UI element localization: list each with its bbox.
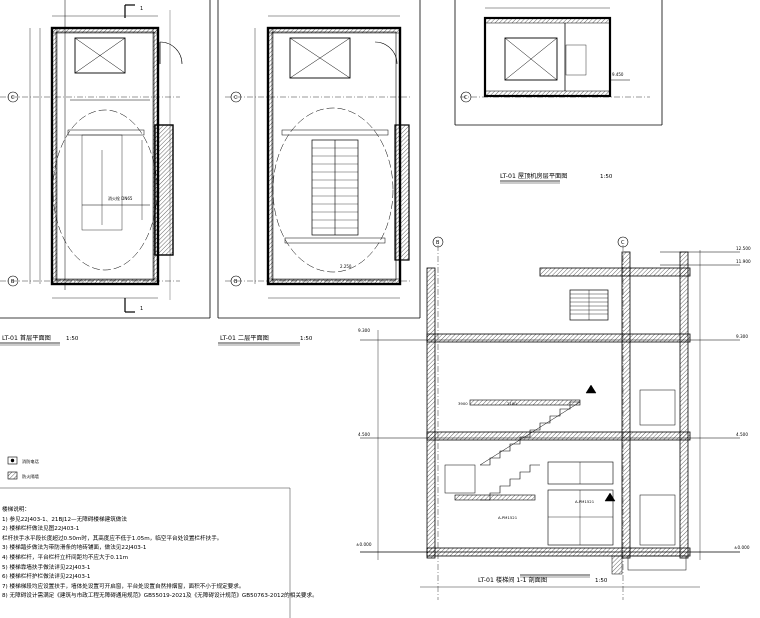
note-4: 4) 楼梯栏杆，平台栏杆立杆间距均不应大于0.11m	[2, 554, 129, 561]
level-9300-left: 9.300	[358, 328, 370, 333]
level-11900: 11.900	[736, 259, 751, 264]
axis-bubble-c-3	[460, 91, 472, 103]
note-6: 6) 楼梯栏杆护栏做法详见22J403-1	[2, 574, 91, 581]
level-4500-left: 4.500	[358, 432, 370, 437]
axis-bubble-b-section	[432, 236, 444, 248]
plan3-level: 9.450	[612, 72, 624, 77]
axis-label-c-3: C	[464, 95, 468, 101]
scale-plan2: 1:50	[300, 336, 313, 342]
section-dim-1: 3900	[458, 401, 468, 406]
section-1-1	[360, 236, 740, 600]
note-2: 2) 楼梯栏杆做法见图22J403-1	[2, 526, 80, 533]
note-5: 5) 楼梯靠墙扶手做法详见22J403-1	[2, 564, 91, 571]
notes-title: 楼梯说明：	[2, 507, 30, 513]
note-7: 7) 楼梯梯段均应设置扶手，墙体处设置可开启窗，平台处设置自然排烟窗，面积不小于…	[2, 583, 245, 590]
legend-phone-swatch	[7, 456, 18, 465]
note-8: 8) 无障碍设计需满足《建筑与市政工程无障碍通用规范》GB55019-2021及…	[2, 593, 318, 600]
plan-first-floor	[0, 0, 211, 346]
title-plan2: LT-01 二层平面图	[220, 335, 269, 342]
legend	[7, 456, 18, 480]
title-section: LT-01 楼梯间 1-1 剖面图	[478, 576, 547, 584]
section-mark-bottom: 1	[140, 306, 143, 312]
title-plan3: LT-01 屋顶机房层平面图	[500, 172, 567, 180]
level-9300: 9.300	[736, 334, 748, 339]
note-2b: 栏杆扶手水平段长度超过0.50m时，其高度应不低于1.05m，临空平台处设置栏杆…	[2, 535, 223, 542]
axis-bubble-c-section	[617, 236, 629, 248]
axis-label-b-2: B	[234, 279, 238, 285]
level-12500: 12.500	[736, 246, 751, 251]
scale-plan1: 1:50	[66, 336, 79, 342]
scale-plan3: 1:50	[600, 174, 613, 180]
axis-label-c-2: C	[234, 95, 238, 101]
axis-bubble-c	[7, 91, 19, 103]
axis-label-b-section: B	[436, 240, 440, 246]
legend-firewall-swatch	[7, 471, 18, 480]
level-0000-left: ±0.000	[356, 542, 372, 547]
axis-label-c-section: C	[621, 240, 625, 246]
level-4500: 4.500	[736, 432, 748, 437]
note-1: 1) 参见22J403-1、21BJ12—无障碍楼梯建筑做法	[2, 516, 127, 523]
scale-section: 1:50	[595, 578, 608, 584]
plan-roof-machine-room	[454, 0, 663, 184]
stair-notes: 楼梯说明： 1) 参见22J403-1、21BJ12—无障碍楼梯建筑做法 2) …	[2, 506, 318, 602]
window-label-2: A-PM1521	[498, 515, 518, 520]
axis-bubble-c-2	[230, 91, 242, 103]
labels: LT-01 首层平面图 1:50 LT-01 二层平面图 1:50 LT-01 …	[2, 6, 751, 584]
title-plan1: LT-01 首层平面图	[2, 334, 51, 342]
legend-firewall-label: 防火隔墙	[22, 473, 39, 480]
note-3: 3) 楼梯踏步做法为带防滑条的地砖铺面，做法见22J403-1	[2, 545, 147, 552]
level-0000: ±0.000	[734, 545, 750, 550]
axis-bubble-b	[7, 275, 19, 287]
plan1-label: 消火栓 DN65	[108, 195, 133, 201]
axis-bubble-b-2	[230, 275, 242, 287]
axis-label-c: C	[11, 95, 15, 101]
axis-label-b: B	[11, 279, 15, 285]
legend-phone-label: 消防电话	[22, 458, 39, 465]
plan2-level: 2.250	[340, 264, 352, 269]
window-label-1: A-PM1521	[575, 499, 595, 504]
section-mark-top: 1	[140, 6, 143, 12]
section-dim-2: 2100	[507, 401, 517, 406]
plan-second-floor	[217, 0, 421, 346]
